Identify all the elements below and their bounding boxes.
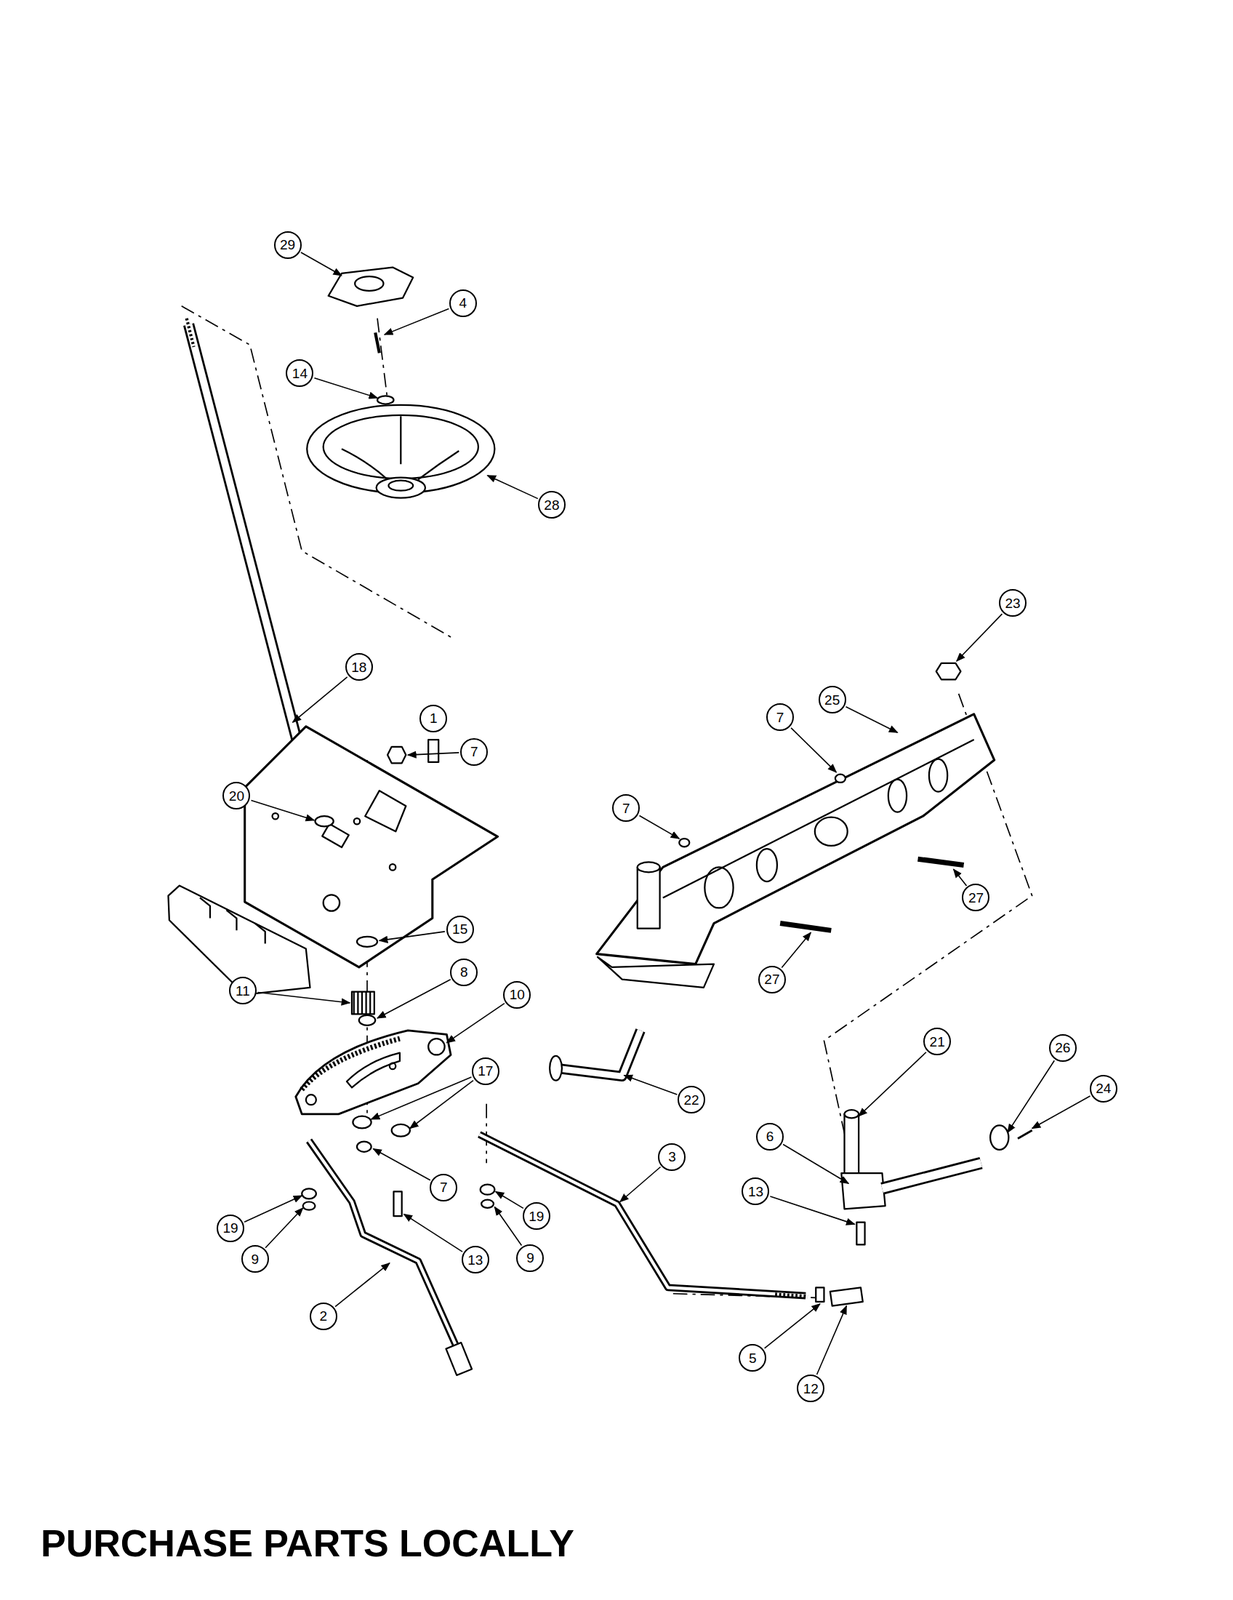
- callout-number: 27: [961, 883, 990, 911]
- leader-line: [379, 931, 445, 941]
- leader-line: [494, 1206, 522, 1246]
- callout-number: 1: [419, 704, 448, 733]
- leader-line: [845, 706, 898, 733]
- leader-line: [495, 1190, 524, 1208]
- callout-number: 3: [657, 1142, 686, 1171]
- leader-line: [953, 868, 967, 886]
- callout-number: 4: [449, 289, 477, 317]
- leader-line: [782, 1144, 849, 1184]
- callout-number: 25: [818, 685, 847, 714]
- caption-note: PURCHASE PARTS LOCALLY: [40, 1520, 575, 1565]
- callout-number: 19: [216, 1214, 245, 1242]
- callout-number: 26: [1049, 1033, 1077, 1062]
- callout-number: 5: [738, 1343, 767, 1372]
- leader-line: [764, 1303, 821, 1348]
- callout-number: 8: [450, 958, 478, 986]
- leader-line: [410, 1080, 474, 1129]
- leader-line: [292, 676, 348, 722]
- callout-number: 14: [285, 359, 314, 387]
- callout-number: 10: [503, 980, 531, 1009]
- callout-number: 18: [345, 652, 373, 681]
- leader-line: [817, 1305, 847, 1375]
- callout-number: 22: [677, 1085, 706, 1114]
- leader-line: [620, 1166, 661, 1202]
- callout-number: 24: [1089, 1074, 1118, 1103]
- leader-line: [372, 1148, 430, 1180]
- callout-number: 7: [766, 703, 794, 731]
- callout-number: 15: [446, 915, 475, 943]
- leader-line: [790, 727, 837, 773]
- callout-number: 13: [741, 1177, 770, 1205]
- leader-line: [407, 752, 459, 755]
- callout-number: 21: [923, 1027, 951, 1055]
- leader-line: [404, 1213, 464, 1252]
- leader-line: [265, 1207, 304, 1248]
- leader-line: [250, 800, 315, 821]
- leader-line: [956, 613, 1003, 661]
- callout-number: 28: [537, 490, 566, 519]
- leader-line: [781, 932, 811, 967]
- callout-number: 13: [461, 1245, 490, 1273]
- leader-line: [1007, 1059, 1055, 1132]
- leader-line: [624, 1075, 678, 1095]
- leader-line: [258, 992, 350, 1003]
- callout-number: 6: [756, 1122, 784, 1151]
- leader-line: [335, 1262, 390, 1307]
- leader-line: [446, 1003, 504, 1043]
- callout-number: 23: [998, 588, 1027, 617]
- callout-number: 17: [471, 1057, 500, 1085]
- callout-number: 12: [796, 1374, 825, 1402]
- leader-line: [487, 475, 538, 499]
- callout-number: 7: [460, 737, 488, 766]
- callout-number: 19: [522, 1201, 551, 1230]
- callout-number: 11: [229, 976, 257, 1004]
- leader-line: [384, 308, 450, 335]
- callout-number: 9: [241, 1244, 269, 1273]
- leader-line: [314, 378, 378, 398]
- leader-line: [1032, 1095, 1091, 1128]
- callout-number: 7: [612, 793, 640, 822]
- leader-line: [769, 1195, 855, 1224]
- callout-number: 27: [758, 965, 786, 994]
- leader-line: [858, 1051, 927, 1116]
- leader-line: [300, 252, 342, 276]
- leader-line: [371, 1076, 472, 1119]
- callout-number: 29: [274, 231, 302, 259]
- callout-number: 9: [516, 1243, 544, 1272]
- callout-number: 7: [429, 1173, 458, 1202]
- callout-number: 2: [309, 1302, 338, 1330]
- leader-line: [639, 815, 680, 839]
- leader-line: [377, 979, 451, 1018]
